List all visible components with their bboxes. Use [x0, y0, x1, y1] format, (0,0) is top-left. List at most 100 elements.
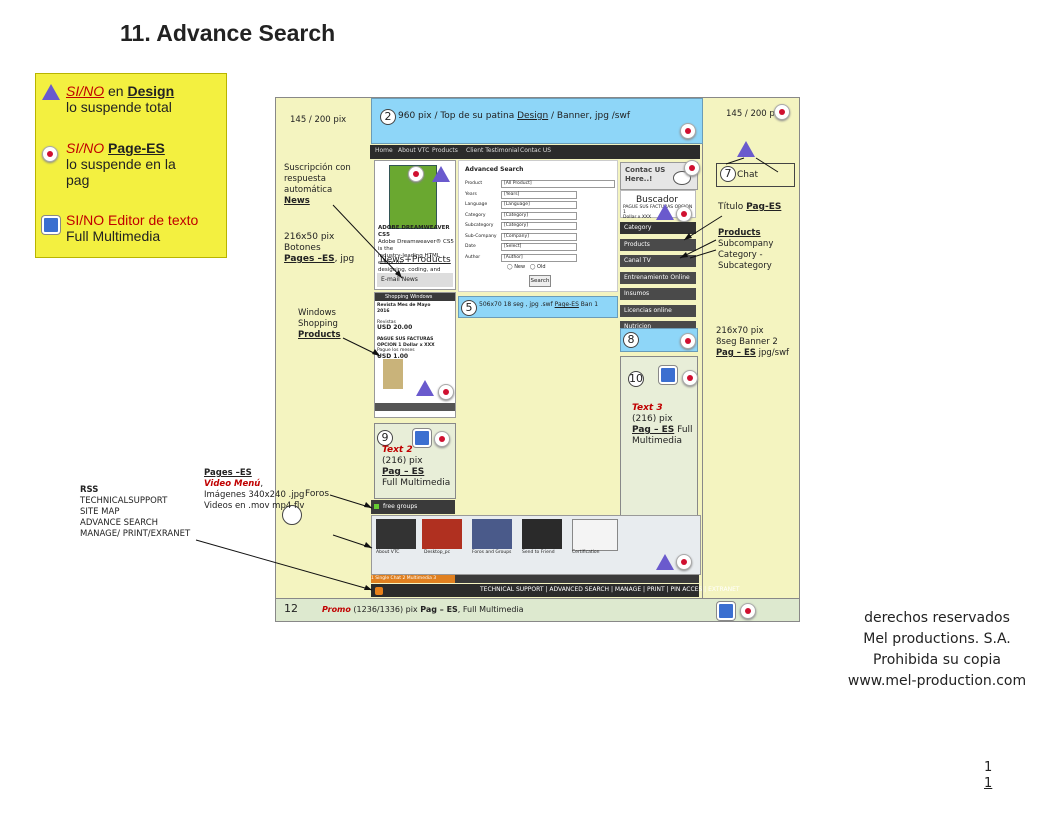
form-select[interactable]: [Company] [501, 232, 577, 241]
form-row: Subcategory [Category] [465, 221, 615, 230]
form-row: Product [All Product] [465, 179, 615, 188]
menu-item[interactable]: Insumos [620, 288, 696, 300]
menu-item[interactable]: Entrenamiento Online [620, 271, 696, 284]
email-news[interactable]: E-mail News [377, 273, 453, 287]
video-menu-label: Pages –ES Video Menú, Imágenes 340x240 .… [204, 468, 305, 511]
record-icon [680, 123, 696, 139]
triangle-icon [656, 204, 674, 220]
rss-list-item: MANAGE/ PRINT/EXRANET [80, 529, 191, 539]
banner-1 [458, 296, 618, 318]
video-thumb[interactable] [422, 519, 462, 549]
record-icon [434, 431, 450, 447]
menu-item[interactable]: Category [620, 222, 696, 234]
page-title: 11. Advance Search [120, 20, 336, 46]
number-badge-2: 2 [380, 109, 396, 125]
legend-row-page: SI/NO Page-ES lo suspende en la pag [66, 140, 176, 188]
form-label: Author [465, 254, 481, 260]
record-icon [740, 603, 756, 619]
record-icon [684, 160, 700, 176]
nav-contact[interactable]: Contac US [520, 147, 552, 154]
form-label: Sub-Company [465, 233, 497, 239]
nav-home[interactable]: Home [375, 147, 393, 154]
video-caption: Send to Friend [522, 550, 555, 555]
record-icon [680, 333, 696, 349]
editor-square-icon [42, 216, 60, 234]
chat-label: Chat [737, 170, 759, 180]
page-number: 1 1 [984, 760, 993, 791]
radio-group[interactable]: ◯ New ◯ Old [507, 264, 546, 270]
video-thumb[interactable] [522, 519, 562, 549]
search-button[interactable]: Search [529, 275, 551, 287]
triangle-icon [656, 554, 674, 570]
banner2-label: 216x70 pix 8seg Banner 2 Pag – ES jpg/sw… [716, 326, 790, 358]
advanced-search-panel: Advanced Search Product [All Product] Year… [458, 160, 618, 292]
footer-bar [371, 584, 699, 597]
triangle-icon [737, 141, 755, 157]
copyright-block: derechos reservados Mel productions. S.A… [847, 610, 1027, 689]
nav-bar: Home About VTC Products Client Testimoni… [370, 145, 700, 159]
number-badge-10: 10 [628, 371, 644, 387]
form-label: Date [465, 244, 476, 249]
form-select[interactable]: [Category] [501, 222, 577, 230]
nav-about[interactable]: About VTC [398, 147, 430, 154]
form-select[interactable]: [Select] [501, 243, 577, 251]
free-groups-bar[interactable]: free groups [371, 500, 455, 514]
tab-multimedia[interactable]: 2 Multimedia [402, 576, 432, 581]
form-label: Years [465, 191, 477, 197]
form-row: Category[Category] [465, 211, 615, 220]
rss-list-item: SITE MAP [80, 507, 120, 517]
number-badge-12: 12 [284, 602, 298, 615]
menu-item[interactable]: Licencias online [620, 304, 696, 317]
menu-item[interactable]: Canal TV [620, 255, 696, 267]
triangle-icon [416, 380, 434, 396]
foros-label: Foros [305, 489, 330, 499]
nav-products[interactable]: Products [432, 147, 458, 154]
menu-item[interactable]: Products [620, 238, 696, 251]
record-icon [682, 370, 698, 386]
video-thumb[interactable] [572, 519, 618, 551]
record-icon [774, 104, 790, 120]
footer-links[interactable]: TECHNICAL SUPPORT | ADVANCED SEARCH | MA… [480, 586, 740, 593]
form-label: Language [465, 202, 488, 207]
form-select[interactable]: [Category] [501, 211, 577, 220]
left-width-label: 145 / 200 pix [290, 115, 347, 125]
legend-box: SI/NO en Design lo suspende total SI/NO … [35, 73, 227, 258]
video-caption: Foros and Groups [472, 550, 512, 555]
buscador-label: Buscador [636, 195, 678, 205]
shop-image [383, 359, 403, 389]
green-bullet-icon [374, 504, 379, 509]
record-icon [676, 554, 692, 570]
banner-1-label: 506x70 18 seg , jpg .swf Page-ES Ban 1 [479, 301, 599, 308]
rss-list-item: ADVANCE SEARCH [80, 518, 159, 528]
top-banner-label: 960 pix / Top de su patina Design / Bann… [398, 111, 631, 121]
form-row: Date [Select] [465, 242, 615, 251]
number-badge-7: 7 [720, 166, 736, 182]
right-width-label: 145 / 200 pix [726, 109, 783, 119]
video-caption: Certification [572, 550, 600, 555]
editor-square-icon [413, 429, 431, 447]
form-select[interactable]: [Years] [501, 190, 577, 199]
form-select[interactable]: [Language] [501, 201, 577, 209]
top-banner [371, 98, 703, 144]
form-select[interactable]: [Author] [501, 253, 577, 262]
text2-label: Text 2 (216) pix Pag – ES Full Multimedi… [382, 445, 451, 488]
form-label: Product [465, 181, 483, 186]
advanced-search-title: Advanced Search [465, 166, 524, 173]
nav-testimonial[interactable]: Client Testimonial [466, 147, 520, 154]
video-thumb[interactable] [472, 519, 512, 549]
rss-icon[interactable] [375, 587, 383, 595]
products-subcompany-label: Products Subcompany Category - Subcatego… [718, 228, 774, 271]
search-bar[interactable] [375, 403, 455, 411]
rss-list-item: RSS [80, 485, 99, 495]
form-select[interactable]: [All Product] [501, 180, 615, 188]
text3-label: Text 3 (216) pix Pag – ES Full Multimedi… [632, 403, 693, 446]
news-products-label: News+Products [380, 255, 451, 265]
video-caption: Desktop_pc [424, 550, 451, 555]
form-row: Years [Years] [465, 190, 615, 199]
suscripcion-label: Suscripción con respuesta automática New… [284, 163, 351, 206]
tab-single-chat[interactable]: 1 Single Chat [371, 576, 402, 581]
video-thumb[interactable] [376, 519, 416, 549]
windows-shopping-label: Windows Shopping Products [298, 308, 341, 340]
form-row: Author [Author] [465, 253, 615, 262]
form-label: Subcategory [465, 223, 494, 228]
